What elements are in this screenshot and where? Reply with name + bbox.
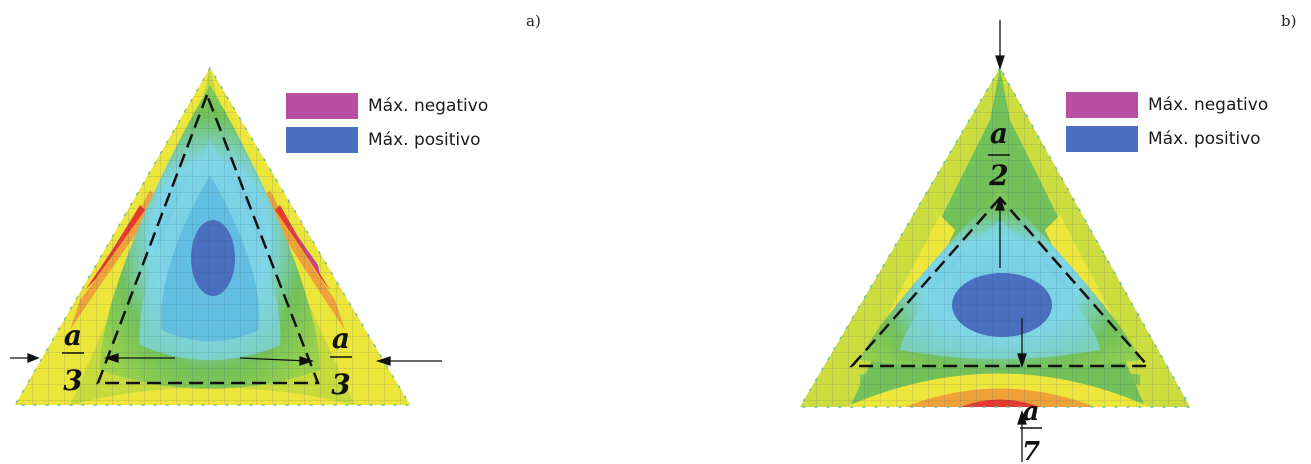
panel-b-contour-plot [798,20,1192,462]
panel-a-contour-plot [10,66,442,406]
panel-a-frac-right-denominator: 3 [331,368,350,401]
legend-swatch-positive [286,127,358,153]
legend-swatch-negative [1066,92,1138,118]
legend-item-positive: Máx. positivo [1066,122,1268,156]
panel-a-legend: Máx. negativo Máx. positivo [286,89,488,157]
panel-a-frac-left-numerator: a [64,319,82,352]
panel-b-legend: Máx. negativo Máx. positivo [1066,88,1268,156]
panel-b-dashed-region [849,196,1151,368]
panel-a-tag: a) [526,12,541,30]
panel-a-frac-right-numerator: a [332,322,350,355]
legend-item-negative: Máx. negativo [286,89,488,123]
panel-b-frac-bottom-numerator: a [1023,397,1040,427]
panel-a-frac-left-denominator: 3 [63,364,82,397]
legend-label-positive: Máx. positivo [1148,129,1261,149]
legend-label-negative: Máx. negativo [368,96,489,116]
legend-label-positive: Máx. positivo [368,130,481,150]
legend-item-positive: Máx. positivo [286,123,488,157]
legend-swatch-positive [1066,126,1138,152]
panel-a-dashed-region [96,91,320,385]
panel-b-frac-top-denominator: 2 [988,159,1008,192]
panel-b-frac-bottom-denominator: 7 [1022,437,1040,464]
legend-label-negative: Máx. negativo [1148,95,1269,115]
legend-item-negative: Máx. negativo [1066,88,1268,122]
legend-swatch-negative [286,93,358,119]
panel-b-tag: b) [1281,12,1297,30]
panel-b-frac-top-numerator: a [990,117,1008,150]
